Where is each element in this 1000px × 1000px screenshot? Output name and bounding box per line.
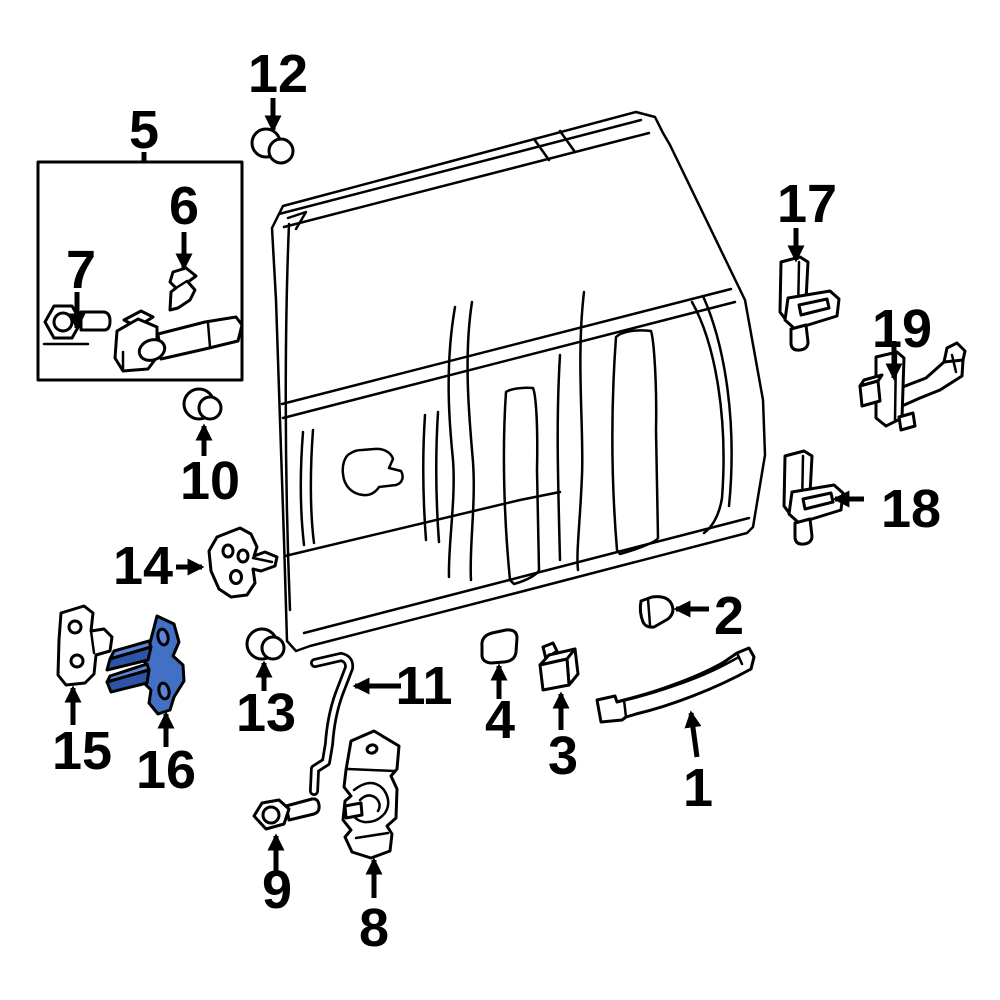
part-label-5: 5 (129, 100, 159, 160)
part-13-drawing (245, 627, 286, 661)
part-label-4: 4 (485, 690, 515, 750)
leader-arrows (64, 98, 903, 898)
part-1-drawing (595, 646, 756, 724)
part-label-19: 19 (872, 299, 932, 359)
part-18-drawing (782, 449, 845, 546)
part-11-drawing (309, 652, 355, 796)
part-label-10: 10 (180, 451, 240, 511)
part-label-14: 14 (113, 536, 173, 596)
tailgate-panel-drawing (270, 110, 767, 653)
part-6-drawing (168, 266, 198, 312)
part-8-drawing (341, 729, 401, 860)
callout-labels: 1 2 3 4 5 6 7 8 9 10 11 12 13 14 15 16 1… (52, 44, 941, 958)
part-label-8: 8 (359, 898, 389, 958)
part-label-16: 16 (136, 740, 196, 800)
part-label-13: 13 (236, 683, 296, 743)
part-label-2: 2 (714, 586, 744, 646)
part-16-drawing-highlighted (105, 614, 186, 716)
part-15-drawing (56, 604, 114, 687)
part-4-drawing (480, 628, 519, 665)
hinge-assembly-drawing (113, 309, 244, 373)
part-17-drawing (778, 255, 841, 352)
part-label-17: 17 (777, 174, 837, 234)
part-14-drawing (207, 526, 279, 599)
part-label-7: 7 (66, 240, 96, 300)
part-label-1: 1 (683, 758, 713, 818)
part-2-drawing (638, 595, 675, 629)
part-label-12: 12 (248, 44, 308, 104)
part-label-3: 3 (548, 726, 578, 786)
part-label-15: 15 (52, 721, 112, 781)
part-3-drawing (538, 641, 580, 692)
part-label-18: 18 (881, 479, 941, 539)
part-10-drawing (182, 387, 223, 421)
part-12-drawing (250, 127, 295, 165)
part-label-9: 9 (262, 860, 292, 920)
part-label-6: 6 (169, 176, 199, 236)
leader-arrow-1 (684, 710, 702, 758)
part-9-drawing (252, 797, 321, 831)
part-label-11: 11 (395, 656, 452, 716)
